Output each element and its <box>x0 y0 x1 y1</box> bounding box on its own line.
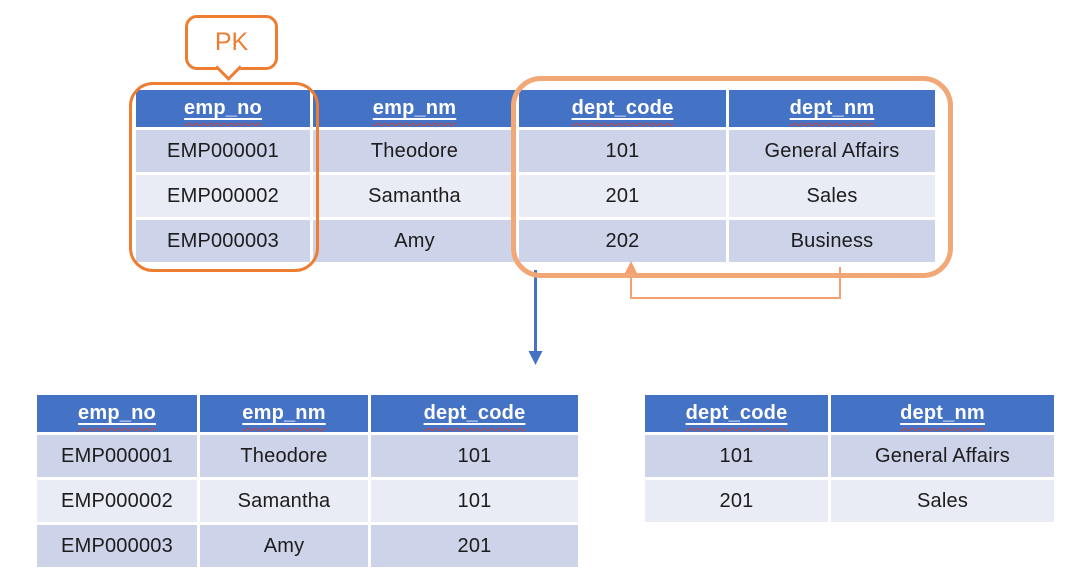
table-cell: EMP000003 <box>136 220 310 262</box>
table-cell: Amy <box>200 525 368 567</box>
table-cell: EMP000001 <box>136 130 310 172</box>
table-cell: EMP000001 <box>37 435 197 477</box>
department-header-dept-nm: dept_nm <box>831 395 1054 432</box>
table-cell: 101 <box>645 435 828 477</box>
table-cell: 101 <box>371 435 578 477</box>
employee-header-dept-code: dept_code <box>371 395 578 432</box>
source-header-dept-nm: dept_nm <box>729 90 935 127</box>
table-cell: EMP000002 <box>37 480 197 522</box>
table-cell: 201 <box>645 480 828 522</box>
table-cell: 201 <box>371 525 578 567</box>
table-cell: Sales <box>729 175 935 217</box>
pk-callout: PK <box>185 15 278 81</box>
source-header-emp-no: emp_no <box>136 90 310 127</box>
table-cell: EMP000002 <box>136 175 310 217</box>
table-cell: Business <box>729 220 935 262</box>
table-cell: General Affairs <box>729 130 935 172</box>
table-cell: 101 <box>371 480 578 522</box>
table-cell: 101 <box>519 130 726 172</box>
source-header-emp-nm: emp_nm <box>313 90 516 127</box>
table-cell: Theodore <box>313 130 516 172</box>
table-cell: 202 <box>519 220 726 262</box>
table-cell: Samantha <box>200 480 368 522</box>
pk-label: PK <box>214 28 249 56</box>
table-cell: EMP000003 <box>37 525 197 567</box>
employee-header-emp-nm: emp_nm <box>200 395 368 432</box>
callout-tail <box>215 54 242 81</box>
employee-header-emp-no: emp_no <box>37 395 197 432</box>
table-cell: Amy <box>313 220 516 262</box>
table-cell: Samantha <box>313 175 516 217</box>
decomposition-down-arrow <box>528 270 543 365</box>
table-cell: General Affairs <box>831 435 1054 477</box>
source-table: emp_no emp_nm dept_code dept_nm EMP00000… <box>136 90 935 262</box>
table-cell: Theodore <box>200 435 368 477</box>
employee-table: emp_no emp_nm dept_code EMP000001 Theodo… <box>37 395 578 567</box>
department-header-dept-code: dept_code <box>645 395 828 432</box>
fk-dependency-arrow <box>624 261 841 299</box>
source-header-dept-code: dept_code <box>519 90 726 127</box>
table-cell: Sales <box>831 480 1054 522</box>
department-table: dept_code dept_nm 101 General Affairs 20… <box>645 395 1054 522</box>
table-cell: 201 <box>519 175 726 217</box>
